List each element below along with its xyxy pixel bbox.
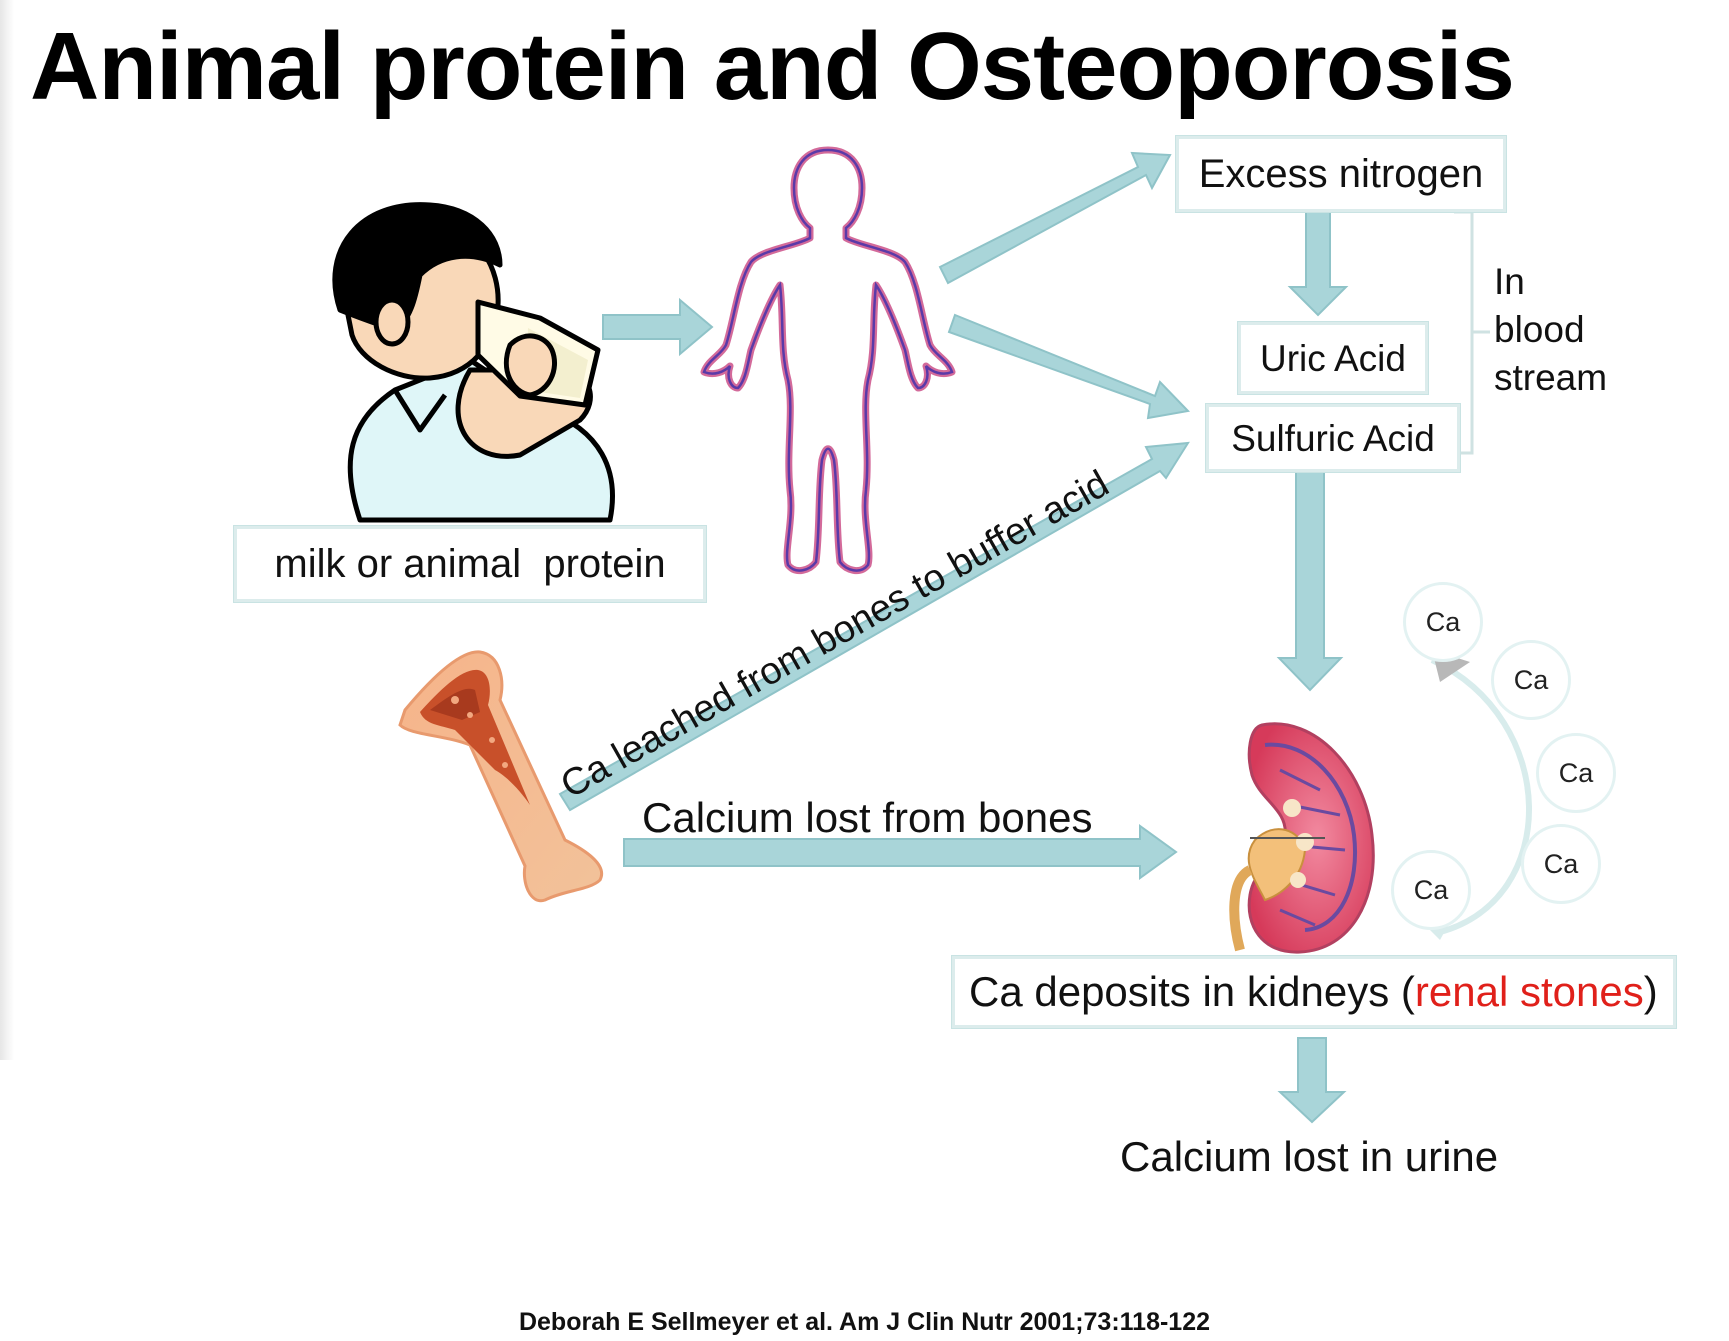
arrow-body-to-sulfuric [947, 313, 1191, 420]
ca-bubble-3: Ca [1536, 733, 1616, 813]
arrow-bone-to-sulfuric [558, 441, 1190, 812]
ca-deposits-box: Ca deposits in kidneys (renal stones) [952, 956, 1676, 1028]
arrow-deposits-to-urine [1277, 1037, 1347, 1124]
milk-protein-label: milk or animal protein [274, 542, 666, 586]
arrow-sulfuric-to-kidney [1276, 467, 1344, 692]
ca-bubble-1: Ca [1403, 582, 1483, 662]
renal-stones-highlight: renal stones [1414, 968, 1644, 1015]
blood-stream-line-2: blood [1494, 309, 1585, 350]
ca-deposits-suffix: ) [1643, 968, 1658, 1015]
slide-title: Animal protein and Osteoporosis [30, 13, 1515, 120]
kidney-icon [1229, 722, 1375, 954]
citation: Deborah E Sellmeyer et al. Am J Clin Nut… [518, 1308, 1211, 1336]
bone-icon [398, 650, 604, 903]
milk-protein-box: milk or animal protein [234, 526, 706, 602]
excess-nitrogen-label: Excess nitrogen [1198, 152, 1484, 196]
ca-deposits-prefix: Ca deposits in kidneys ( [969, 968, 1415, 1015]
sulfuric-acid-label: Sulfuric Acid [1231, 417, 1435, 459]
arrow-boy-to-body [602, 297, 714, 357]
blood-stream-line-1: In [1494, 261, 1525, 302]
calcium-lost-bones-label: Calcium lost from bones [642, 794, 1093, 841]
calcium-lost-urine-label: Calcium lost in urine [1120, 1133, 1499, 1180]
uric-acid-box: Uric Acid [1238, 322, 1428, 394]
slide-edge-shadow [0, 0, 14, 1060]
excess-nitrogen-box: Excess nitrogen [1176, 136, 1506, 212]
sulfuric-acid-box: Sulfuric Acid [1206, 404, 1460, 472]
ca-recycle-arrow [1430, 657, 1532, 935]
arrow-bone-to-kidney [623, 824, 1178, 880]
blood-stream-label: In blood stream [1494, 258, 1607, 402]
uric-acid-label: Uric Acid [1260, 337, 1406, 379]
ca-bubble-4: Ca [1521, 824, 1601, 904]
arrow-nitrogen-to-uric [1287, 206, 1349, 317]
blood-stream-line-3: stream [1494, 357, 1608, 398]
boy-drinking-milk-icon [332, 202, 615, 523]
ca-bubble-2: Ca [1491, 640, 1571, 720]
ca-bubble-5: Ca [1391, 850, 1471, 930]
human-silhouette-icon [700, 146, 956, 575]
blood-stream-bracket [1454, 210, 1490, 455]
arrow-body-to-nitrogen [938, 151, 1172, 285]
